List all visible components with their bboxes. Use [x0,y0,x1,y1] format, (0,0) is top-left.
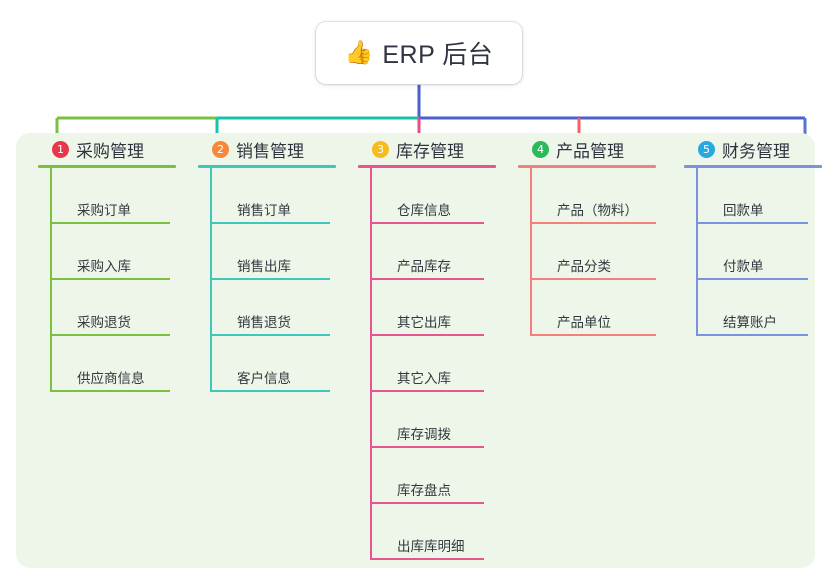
root-title: ERP 后台 [382,41,494,69]
branch-badge-1: 1 [52,140,69,158]
branch-underline-3 [358,165,496,168]
list-item-label: 回款单 [723,203,764,218]
branch-header-5[interactable]: 5 财务管理 [684,133,839,165]
branch-title-3: 库存管理 [396,141,464,161]
list-item[interactable]: 付款单 [698,224,808,280]
branch-column-1: 1 采购管理采购订单采购入库采购退货供应商信息 [38,133,198,392]
list-item[interactable]: 出库库明细 [372,504,484,560]
list-item-label: 销售订单 [237,203,291,218]
list-item-label: 库存盘点 [397,483,451,498]
branch-underline-5 [684,165,822,168]
thumbs-up-icon: 👍 [344,39,374,66]
list-item-label: 产品单位 [557,315,611,330]
list-item-label: 其它出库 [397,315,451,330]
branch-item-list-1: 采购订单采购入库采购退货供应商信息 [50,168,198,392]
branch-item-list-2: 销售订单销售出库销售退货客户信息 [210,168,358,392]
list-item[interactable]: 销售退货 [212,280,330,336]
branch-header-4[interactable]: 4 产品管理 [518,133,678,165]
list-item-label: 产品（物料） [557,203,638,218]
list-item-label: 供应商信息 [77,371,145,386]
list-item-label: 付款单 [723,259,764,274]
branch-column-3: 3 库存管理仓库信息产品库存其它出库其它入库库存调拨库存盘点出库库明细 [358,133,518,560]
branch-column-2: 2 销售管理销售订单销售出库销售退货客户信息 [198,133,358,392]
branch-badge-4: 4 [532,140,549,158]
list-item[interactable]: 客户信息 [212,336,330,392]
list-item[interactable]: 仓库信息 [372,168,484,224]
list-item-label: 出库库明细 [397,539,465,554]
list-item[interactable]: 采购入库 [52,224,170,280]
list-item[interactable]: 其它入库 [372,336,484,392]
root-node[interactable]: 👍 ERP 后台 [316,22,522,84]
list-item[interactable]: 产品库存 [372,224,484,280]
list-item[interactable]: 供应商信息 [52,336,170,392]
branch-header-1[interactable]: 1 采购管理 [38,133,198,165]
branch-header-2[interactable]: 2 销售管理 [198,133,358,165]
branch-title-2: 销售管理 [236,141,304,161]
list-item-label: 其它入库 [397,371,451,386]
branch-badge-3: 3 [372,140,389,158]
list-item[interactable]: 结算账户 [698,280,808,336]
list-item[interactable]: 其它出库 [372,280,484,336]
list-item[interactable]: 库存调拨 [372,392,484,448]
list-item[interactable]: 回款单 [698,168,808,224]
list-item[interactable]: 采购订单 [52,168,170,224]
branch-item-list-4: 产品（物料） 产品分类产品单位 [530,168,678,336]
list-item-label: 采购入库 [77,259,131,274]
list-item-label: 销售出库 [237,259,291,274]
list-item[interactable]: 库存盘点 [372,448,484,504]
branch-title-1: 采购管理 [76,141,144,161]
branch-header-3[interactable]: 3 库存管理 [358,133,518,165]
list-item[interactable]: 销售出库 [212,224,330,280]
branch-column-5: 5 财务管理回款单付款单结算账户 [684,133,839,336]
branch-column-4: 4 产品管理产品（物料） 产品分类产品单位 [518,133,678,336]
branch-badge-5: 5 [698,140,715,158]
list-item-label: 采购订单 [77,203,131,218]
branch-underline-1 [38,165,176,168]
branch-item-list-3: 仓库信息产品库存其它出库其它入库库存调拨库存盘点出库库明细 [370,168,518,560]
branch-item-list-5: 回款单付款单结算账户 [696,168,839,336]
list-item-label: 采购退货 [77,315,131,330]
branch-title-4: 产品管理 [556,141,624,161]
list-item-label: 客户信息 [237,371,291,386]
list-item[interactable]: 产品（物料） [532,168,656,224]
list-item-label: 产品分类 [557,259,611,274]
list-item-label: 产品库存 [397,259,451,274]
branch-title-5: 财务管理 [722,141,790,161]
list-item-label: 销售退货 [237,315,291,330]
branch-badge-2: 2 [212,140,229,158]
list-item-label: 结算账户 [723,315,777,330]
branch-columns: 1 采购管理采购订单采购入库采购退货供应商信息 2 销售管理销售订单销售出库销售退货客… [16,133,822,568]
list-item[interactable]: 销售订单 [212,168,330,224]
list-item[interactable]: 产品分类 [532,224,656,280]
list-item-label: 仓库信息 [397,203,451,218]
branch-underline-4 [518,165,656,168]
branch-underline-2 [198,165,336,168]
list-item[interactable]: 产品单位 [532,280,656,336]
list-item[interactable]: 采购退货 [52,280,170,336]
list-item-label: 库存调拨 [397,427,451,442]
branch-panel [16,133,815,568]
